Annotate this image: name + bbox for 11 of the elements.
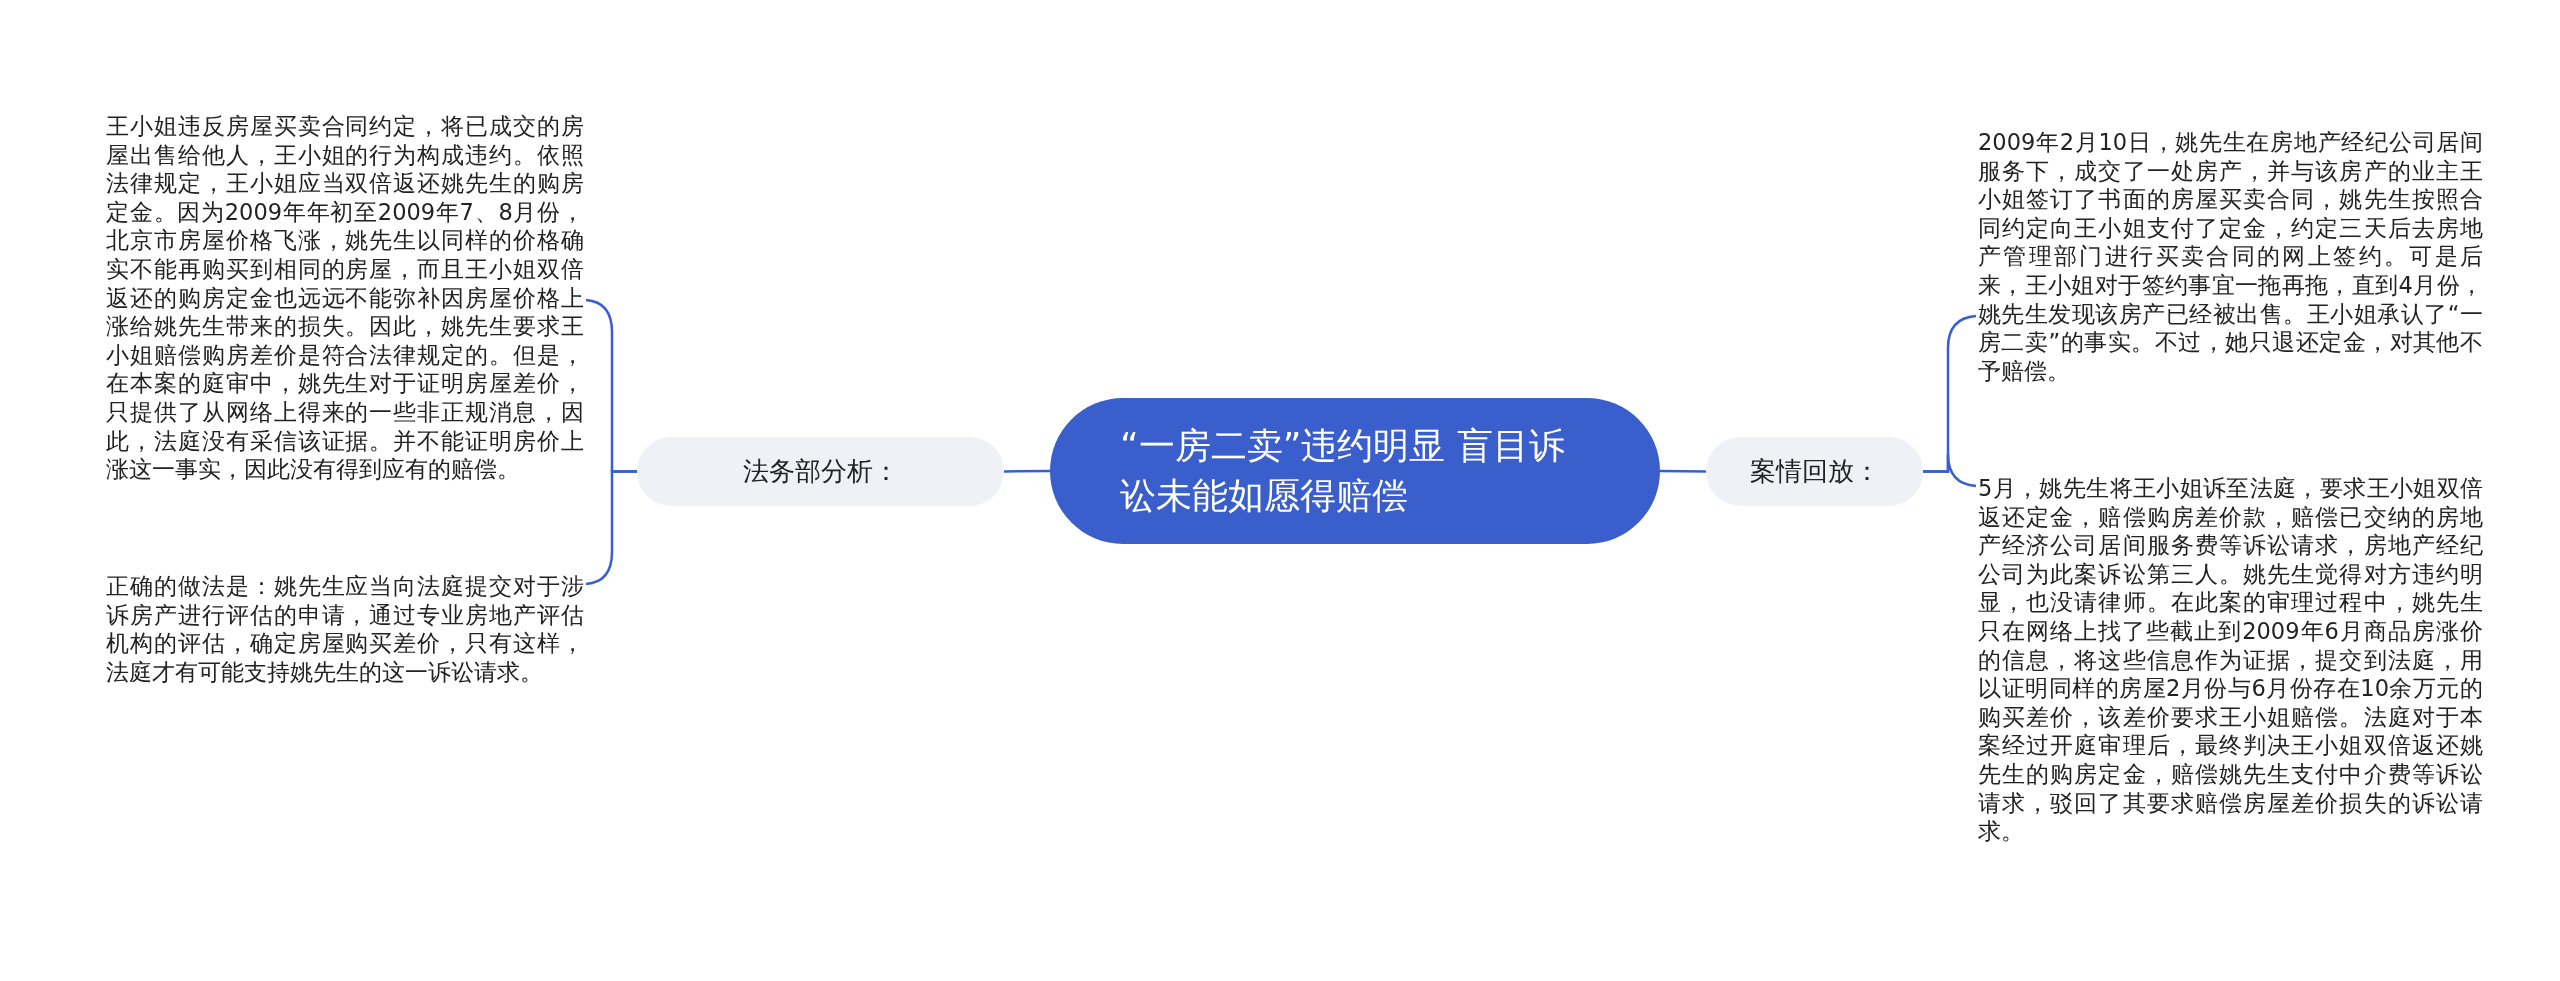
note-text: 5月，姚先生将王小姐诉至法庭，要求王小姐双倍返还定金，赔偿购房差价款，赔偿已交纳的房地产经济公司居间服务费等诉讼请求，房地产经纪公司为此案诉讼第三人。姚先生觉得对方违约明显，也没请律师。在此案的审理过程中，姚先生只在网络上找了些截止到2009年6月商品房涨价的信息，将这些信息作为证据，提交到法庭，用以证明同样的房屋2月份与6月份存在10余万元的购买差价，该差价要求王小姐赔偿。法庭对于本案经过开庭审理后，最终判决王小姐双倍返还姚先生的购房定金，赔偿姚先生支付中介费等诉讼请求，驳回了其要求赔偿房屋差价损失的诉讼请求。 [1978,474,2483,846]
note-text: 正确的做法是：姚先生应当向法庭提交对于涉诉房产进行评估的申请，通过专业房地产评估机构的评估，确定房屋购买差价，只有这样，法庭才有可能支持姚先生的这一诉讼请求。 [106,572,584,687]
connector-line [1923,452,1977,488]
connector-line [585,470,637,586]
topic-box: “一房二卖”违约明显 盲目诉讼未能如愿得赔偿 [1050,398,1660,544]
note-text: 王小姐违反房屋买卖合同约定，将已成交的房屋出售给他人，王小姐的行为构成违约。依照法律规定，王小姐应当双倍返还姚先生的购房定金。因为2009年年初至2009年7、8月份，北京市房屋价格飞涨，姚先生以同样的价格确实不能再购买到相同的房屋，而且王小姐双倍返还的购房定金也远远不能弥补因房屋价格上涨给姚先生带来的损失。因此，姚先生要求王小姐赔偿购房差价是符合法律规定的。但是，在本案的庭审中，姚先生对于证明房屋差价，只提供了从网络上得来的一些非正规消息，因此，法庭没有采信该证据。并不能证明房价上涨这一事实，因此没有得到应有的赔偿。 [106,112,584,484]
branch-box: 法务部分析： [637,437,1004,506]
connector-line [1660,469,1706,473]
note-text: 2009年2月10日，姚先生在房地产经纪公司居间服务下，成交了一处房产，并与该房产的业主王小姐签订了书面的房屋买卖合同，姚先生按照合同约定向王小姐支付了定金，约定三天后去房地产管理部门进行买卖合同的网上签约。可是后来，王小姐对于签约事宜一拖再拖，直到4月份，姚先生发现该房产已经被出售。王小姐承认了“一房二卖”的事实。不过，她只退还定金，对其他不予赔偿。 [1978,128,2483,386]
branch-box: 案情回放： [1706,437,1923,506]
connector-line [1004,469,1050,473]
